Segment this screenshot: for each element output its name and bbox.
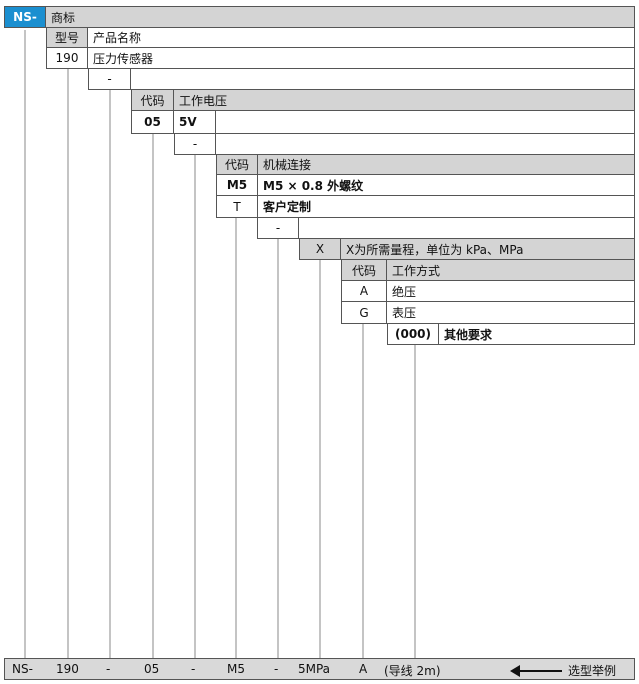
connector-line [414, 344, 416, 658]
range-description: X为所需量程，单位为 kPa、MPa [340, 238, 635, 260]
mode-code-g: G [341, 301, 387, 324]
model-code-header: 型号 [46, 27, 88, 48]
example-row [4, 658, 635, 680]
connection-name-t: 客户定制 [257, 195, 635, 218]
mode-code-a: A [341, 280, 387, 302]
connector-line [109, 90, 111, 658]
arrow-shaft [514, 670, 562, 672]
voltage-code-header: 代码 [131, 89, 174, 111]
example-item: - [106, 662, 111, 676]
separator-2-bar [215, 133, 635, 155]
connection-code-t: T [216, 195, 258, 218]
connector-line [152, 134, 154, 658]
mode-name-header: 工作方式 [386, 259, 635, 281]
connector-line [235, 218, 237, 658]
model-code: 190 [46, 47, 88, 69]
connector-line [194, 155, 196, 658]
example-item: - [191, 662, 196, 676]
connector-line [67, 68, 69, 658]
model-name-header: 产品名称 [87, 27, 635, 48]
voltage-name: 5V [173, 110, 216, 134]
example-item: M5 [227, 662, 245, 676]
voltage-code: 05 [131, 110, 174, 134]
connection-code-m5: M5 [216, 174, 258, 196]
example-item: 05 [144, 662, 160, 676]
separator-3-bar [298, 217, 635, 239]
connection-code-header: 代码 [216, 154, 258, 175]
separator-1-bar [130, 68, 635, 90]
mode-code-header: 代码 [341, 259, 387, 281]
connector-line [24, 30, 26, 658]
example-item: (导线 2m) [384, 664, 441, 678]
voltage-name-header: 工作电压 [173, 89, 635, 111]
voltage-bar [215, 110, 635, 134]
model-name: 压力传感器 [87, 47, 635, 69]
example-item: - [274, 662, 279, 676]
mode-name-a: 绝压 [386, 280, 635, 302]
brand-label: 商标 [45, 6, 635, 28]
example-label: 选型举例 [568, 664, 617, 678]
range-code: X [299, 238, 341, 260]
example-item: 190 [56, 662, 79, 676]
example-item: A [359, 662, 368, 676]
connection-name-m5: M5 × 0.8 外螺纹 [257, 174, 635, 196]
special-name: 其他要求 [438, 323, 635, 345]
connection-name-header: 机械连接 [257, 154, 635, 175]
brand-logo: NS- [4, 6, 46, 28]
example-item: 5MPa [298, 662, 331, 676]
connector-line [277, 238, 279, 658]
separator-1: - [88, 68, 131, 90]
mode-name-g: 表压 [386, 301, 635, 324]
example-item: NS- [12, 662, 33, 676]
connector-line [362, 323, 364, 658]
separator-3: - [257, 217, 299, 239]
separator-2: - [174, 133, 216, 155]
connector-line [319, 260, 321, 658]
special-code: (000) [387, 323, 439, 345]
